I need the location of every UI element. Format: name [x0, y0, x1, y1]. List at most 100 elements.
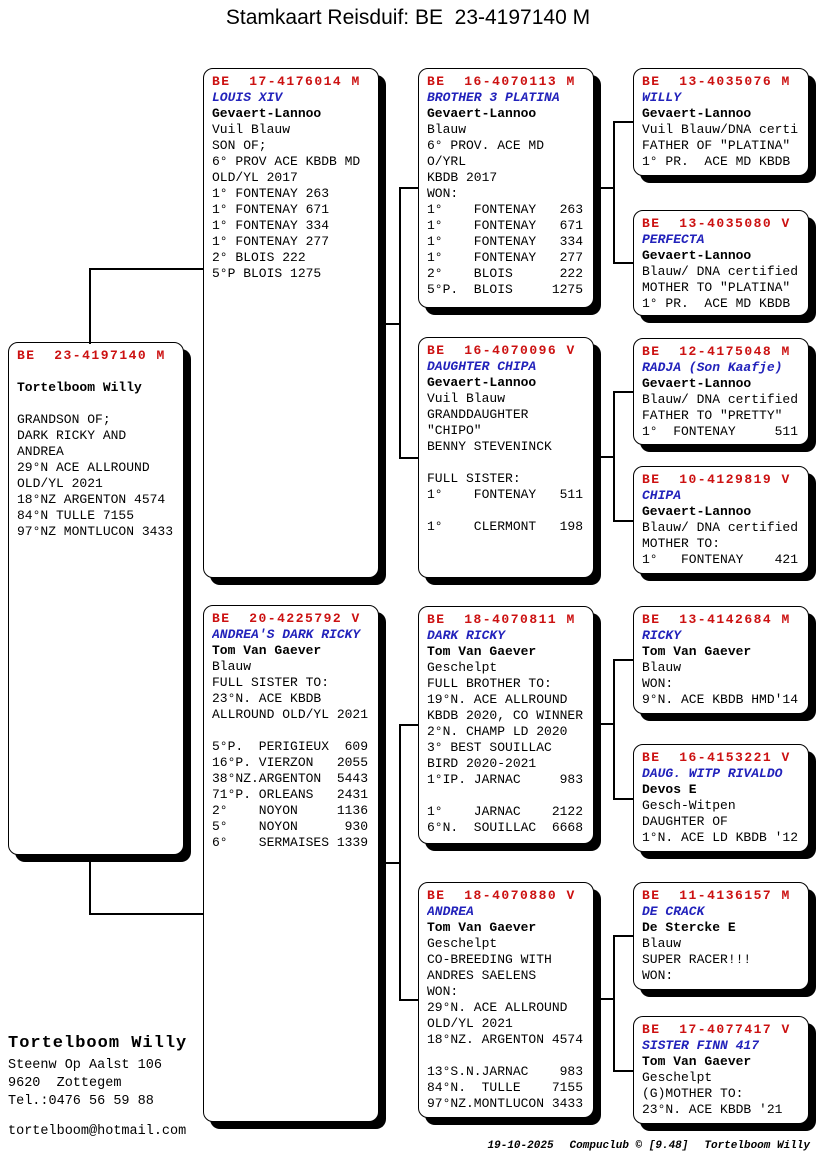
pedigree-text-line: KBDB 2020, CO WINNER [427, 708, 584, 723]
pedigree-text-line: 9°N. ACE KBDB HMD'14 [642, 692, 799, 707]
breeder-name: Gevaert-Lannoo [427, 106, 537, 121]
pedigree-text-line: 2° BLOIS 222 [212, 250, 306, 265]
pedigree-text-line: DAUGHTER OF [642, 814, 728, 829]
pedigree-connector [379, 323, 400, 325]
pedigree-connector [379, 862, 400, 864]
pedigree-text-line: 71°P. ORLEANS 2431 [212, 787, 369, 802]
ring-number: BE 17-4077417 V [642, 1022, 791, 1037]
print-date: 19-10-2025 [487, 1140, 554, 1152]
ring-number: BE 20-4225792 V [212, 611, 361, 626]
pedigree-connector [613, 121, 633, 123]
pigeon-name: ANDREA'S DARK RICKY [212, 627, 361, 642]
pedigree-text-line: 5°P. PERIGIEUX 609 [212, 739, 369, 754]
pedigree-text-line: WON: [642, 968, 674, 983]
pedigree-connector [399, 724, 401, 1001]
pedigree-text-line: CO-BREEDING WITH [427, 952, 552, 967]
pedigree-connector [594, 187, 615, 189]
breeder-name: Gevaert-Lannoo [642, 504, 752, 519]
pedigree-text-line: 1° FONTENAY 671 [427, 218, 584, 233]
pigeon-name: RICKY [642, 628, 682, 643]
ring-number: BE 16-4070096 V [427, 343, 576, 358]
pedigree-connector [613, 935, 615, 1072]
pedigree-text-line [427, 503, 589, 519]
pedigree-connector [399, 457, 418, 459]
pedigree-text-line: DARK RICKY AND [17, 428, 127, 443]
pedigree-text-line: Geschelpt [427, 660, 498, 675]
pigeon-name: SISTER FINN 417 [642, 1038, 760, 1053]
pedigree-connector [89, 913, 203, 915]
pigeon-name: DE CRACK [642, 904, 705, 919]
ring-number: BE 18-4070880 V [427, 888, 576, 903]
pigeon-name: DARK RICKY [427, 628, 506, 643]
pedigree-text-line: O/YRL [427, 154, 467, 169]
pedigree-text-line: 1° FONTENAY 511 [427, 487, 584, 502]
owner-email: tortelboom@hotmail.com [8, 1124, 187, 1139]
pedigree-text-line: 1° CLERMONT 198 [427, 519, 584, 534]
pedigree-text-line: WON: [642, 676, 674, 691]
pedigree-text-line: 1° JARNAC 2122 [427, 804, 584, 819]
pedigree-text-line: 18°NZ ARGENTON 4574 [17, 492, 166, 507]
pedigree-connector [613, 659, 615, 800]
breeder-name: Tom Van Gaever [427, 920, 537, 935]
pigeon-name: ANDREA [427, 904, 474, 919]
pedigree-text-line: GRANDDAUGHTER [427, 407, 529, 422]
breeder-name: Gevaert-Lannoo [642, 106, 752, 121]
pedigree-text-line: Blauw/ DNA certified [642, 264, 799, 279]
pedigree-text-line: 1° FONTENAY 421 [642, 552, 799, 567]
pedigree-text-line: 13°S.N.JARNAC 983 [427, 1064, 584, 1079]
ring-number: BE 13-4035080 V [642, 216, 791, 231]
pigeon-name: DAUGHTER CHIPA [427, 359, 537, 374]
pedigree-text-line: 18°NZ. ARGENTON 4574 [427, 1032, 584, 1047]
pedigree-text-line: 1°IP. JARNAC 983 [427, 772, 584, 787]
pedigree-text-line: 1° FONTENAY 334 [212, 218, 330, 233]
pedigree-text-line: Blauw/ DNA certified [642, 520, 799, 535]
pedigree-text-line: GRANDSON OF; [17, 412, 111, 427]
owner-phone: Tel.:0476 56 59 88 [8, 1094, 154, 1109]
pedigree-text-line: OLD/YL 2021 [427, 1016, 513, 1031]
pedigree-text-line: 38°NZ.ARGENTON 5443 [212, 771, 369, 786]
pedigree-text-line: 84°N. TULLE 7155 [427, 1080, 584, 1095]
pigeon-name: WILLY [642, 90, 682, 105]
pedigree-text-line: Vuil Blauw [212, 122, 291, 137]
pedigree-text-line: Blauw [642, 936, 682, 951]
pedigree-connector [89, 268, 91, 344]
pedigree-connector [89, 268, 203, 270]
pedigree-text-line: OLD/YL 2017 [212, 170, 298, 185]
pedigree-connector [613, 935, 633, 937]
pedigree-text-line [427, 788, 589, 804]
pedigree-text-line: SUPER RACER!!! [642, 952, 752, 967]
pedigree-connector [613, 659, 633, 661]
pedigree-connector [594, 723, 615, 725]
pedigree-text-line: 19°N. ACE ALLROUND [427, 692, 568, 707]
pedigree-text-line: 6° PROV ACE KBDB MD [212, 154, 361, 169]
pedigree-text-line: Blauw [212, 659, 252, 674]
pedigree-connector [399, 999, 418, 1001]
pedigree-text-line: 84°N TULLE 7155 [17, 508, 135, 523]
pedigree-text-line: Blauw/ DNA certified [642, 392, 799, 407]
owner-address-street: Steenw Op Aalst 106 [8, 1058, 162, 1073]
pedigree-text-line: 23°N. ACE KBDB '21 [642, 1102, 783, 1117]
pedigree-text-line: Geschelpt [642, 1070, 713, 1085]
pedigree-text-line: SON OF; [212, 138, 267, 153]
pedigree-text-line: FULL SISTER TO: [212, 675, 330, 690]
printed-by: Tortelboom Willy [704, 1140, 810, 1152]
pedigree-text-line: (G)MOTHER TO: [642, 1086, 744, 1101]
pedigree-connector [613, 121, 615, 264]
pedigree-text-line: MOTHER TO "PLATINA" [642, 280, 791, 295]
pedigree-text-line: 29°N. ACE ALLROUND [427, 1000, 568, 1015]
pedigree-text-line: 5°P BLOIS 1275 [212, 266, 322, 281]
pedigree-text-line: Blauw [642, 660, 682, 675]
pedigree-text-line: 1° PR. ACE MD KBDB [642, 154, 791, 169]
pedigree-text-line: 1° FONTENAY 263 [427, 202, 584, 217]
pedigree-text-line: ANDREA [17, 444, 64, 459]
